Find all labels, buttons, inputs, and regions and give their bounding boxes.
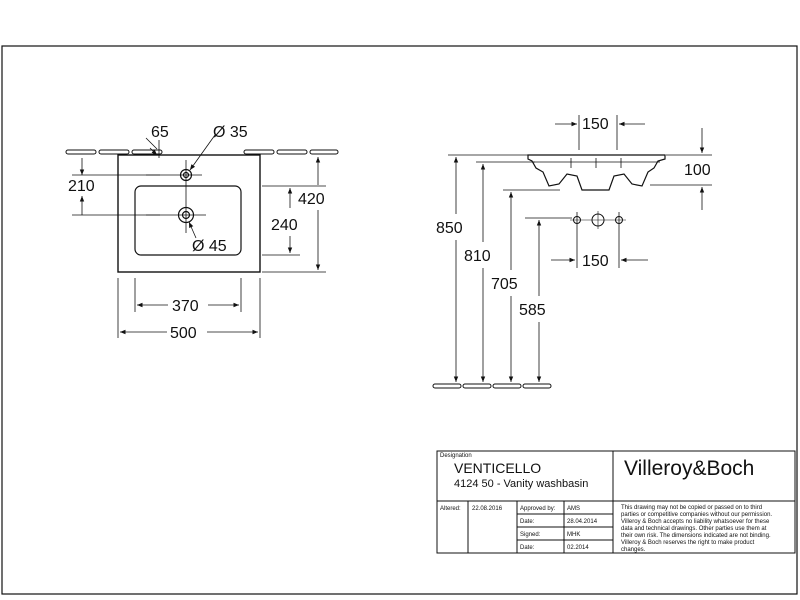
basin-profile: [527, 154, 666, 191]
approved-value: AMS: [567, 506, 580, 512]
dim-front-depth: 210: [68, 178, 95, 195]
signed-label: Signed:: [520, 532, 541, 538]
altered-label: Altered:: [440, 506, 461, 512]
disclaimer-line: Villeroy & Boch accepts no liability wha…: [621, 519, 770, 525]
date-value-2: 02.2014: [567, 545, 589, 551]
dim-overall-depth: 420: [298, 191, 325, 208]
disclaimer-line: changes.: [621, 547, 646, 553]
dim-height-850: 850: [436, 220, 463, 237]
dim-bowl-width: 370: [172, 298, 199, 315]
bowl-outline: [134, 185, 242, 256]
wall-hatch: [65, 149, 339, 155]
dim-tap-hole: Ø 35: [213, 124, 248, 141]
signed-value: MHK: [567, 532, 580, 538]
dim-height-705: 705: [491, 276, 518, 293]
approved-label: Approved by:: [520, 506, 556, 512]
date-value-1: 28.04.2014: [567, 519, 598, 525]
product-description: 4124 50 - Vanity washbasin: [454, 478, 588, 490]
disclaimer-line: parties or competitive companies without…: [621, 512, 772, 518]
dim-inner-depth: 240: [271, 217, 298, 234]
disclaimer-line: their own risk. The dimensions indicated…: [621, 533, 771, 539]
disclaimer-line: This drawing may not be copied or passed…: [621, 505, 762, 511]
designation-label: Designation: [440, 453, 472, 459]
altered-date: 22.08.2016: [472, 506, 503, 512]
dim-overall-width: 500: [170, 325, 197, 342]
product-name: VENTICELLO: [454, 460, 541, 476]
dim-tap-offset: 65: [151, 124, 169, 141]
disclaimer-line: Villeroy & Boch reserves the right to ma…: [621, 540, 755, 546]
date-label-1: Date:: [520, 519, 535, 525]
disclaimer-line: data and technical drawings. Other parti…: [621, 526, 767, 532]
plan-view: [65, 134, 339, 338]
brand-logo: Villeroy&Boch: [624, 457, 754, 480]
dim-basin-height: 100: [684, 162, 711, 179]
dim-drain-hole: Ø 45: [192, 238, 227, 255]
basin-outline: [117, 154, 261, 273]
dim-height-810: 810: [464, 248, 491, 265]
title-block: [436, 450, 796, 554]
drawing-frame: [1, 45, 798, 595]
dim-tap-spacing-top: 150: [582, 116, 609, 133]
dim-height-585: 585: [519, 302, 546, 319]
side-view: [432, 115, 712, 389]
date-label-2: Date:: [520, 545, 535, 551]
dim-tap-spacing-bottom: 150: [582, 253, 609, 270]
